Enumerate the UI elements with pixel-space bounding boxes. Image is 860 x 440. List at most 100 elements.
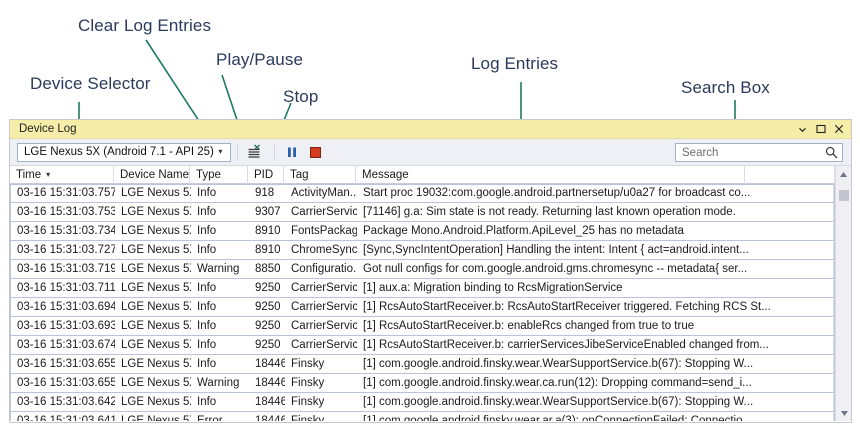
table-row[interactable]: 03-16 15:31:03.693 LGE Nexus 5X Info 9250 Ca…	[10, 317, 835, 336]
column-header-tag[interactable]: Tag	[284, 166, 356, 184]
cell-tag: CarrierServices	[291, 281, 357, 294]
cell-message: [Sync,SyncIntentOperation] Handling the …	[357, 241, 834, 259]
cell-pid: 8910	[255, 243, 281, 256]
column-header-time[interactable]: Time ▾	[10, 166, 114, 184]
cell-pid: 918	[255, 187, 275, 199]
chevron-down-icon[interactable]	[797, 124, 808, 135]
cell-message: Package Mono.Android.Platform.ApiLevel_2…	[357, 222, 834, 240]
cell-type: Info	[197, 395, 217, 408]
cell-message: [1] com.google.android.finsky.wear.ar.a(…	[357, 412, 834, 421]
cell-type: Info	[197, 300, 217, 313]
cell-time: 03-16 15:31:03.674	[17, 338, 115, 351]
clear-log-entries-button[interactable]	[244, 142, 266, 163]
stop-button[interactable]	[305, 142, 327, 163]
cell-time: 03-16 15:31:03.753	[17, 205, 115, 218]
cell-time: 03-16 15:31:03.734	[17, 224, 115, 237]
cell-time: 03-16 15:31:03.711	[17, 281, 115, 294]
toolbar-divider	[273, 143, 275, 161]
column-header-time-label: Time	[16, 168, 42, 181]
scrollbar-thumb[interactable]	[839, 190, 849, 201]
cell-tag: FontsPackag...	[291, 224, 357, 237]
cell-type: Info	[197, 319, 217, 332]
scrollbar-track[interactable]	[836, 182, 851, 421]
log-entries-grid: Time ▾ Device Name Type PID Tag Message 0…	[10, 166, 851, 421]
cell-pid: 8910	[255, 224, 281, 237]
cell-type: Warning	[197, 376, 240, 389]
cell-time: 03-16 15:31:03.719	[17, 262, 115, 275]
maximize-icon[interactable]	[815, 124, 826, 135]
column-header-filler	[745, 166, 835, 184]
cell-tag: ChromeSync	[291, 243, 357, 256]
search-input[interactable]	[682, 146, 825, 159]
cell-device-name: LGE Nexus 5X	[121, 300, 191, 313]
cell-tag: Finsky	[291, 376, 325, 389]
cell-tag: ActivityMan...	[291, 187, 357, 199]
annotation-label-log-entries: Log Entries	[471, 54, 559, 73]
cell-time: 03-16 15:31:03.693	[17, 319, 115, 332]
toolbar-divider	[236, 143, 238, 161]
cell-type: Info	[197, 224, 217, 237]
cell-message: [1] RcsAutoStartReceiver.b: RcsAutoStart…	[357, 298, 834, 316]
cell-pid: 9250	[255, 319, 281, 332]
cell-pid: 8850	[255, 262, 281, 275]
cell-pid: 9250	[255, 300, 281, 313]
cell-device-name: LGE Nexus 5X	[121, 319, 191, 332]
scroll-up-icon[interactable]	[836, 166, 852, 182]
cell-message: Start proc 19032:com.google.android.part…	[357, 185, 834, 202]
cell-tag: CarrierServices	[291, 338, 357, 351]
sort-caret-icon: ▾	[46, 169, 51, 179]
cell-type: Info	[197, 205, 217, 218]
cell-type: Info	[197, 243, 217, 256]
device-selector[interactable]: LGE Nexus 5X (Android 7.1 - API 25) ▾	[17, 142, 231, 162]
cell-tag: Finsky	[291, 357, 325, 370]
column-header-message[interactable]: Message	[356, 166, 745, 184]
scroll-down-icon[interactable]	[836, 405, 852, 421]
device-log-window: Device Log LGE Nexus 5X (Android 7.1 - A…	[9, 119, 852, 423]
cell-tag: Configuratio...	[291, 262, 357, 275]
cell-type: Info	[197, 338, 217, 351]
search-icon	[825, 146, 838, 159]
annotation-label-device-selector: Device Selector	[30, 74, 151, 93]
cell-device-name: LGE Nexus 5X	[121, 414, 191, 422]
cell-device-name: LGE Nexus 5X	[121, 262, 191, 275]
cell-message: [1] aux.a: Migration binding to RcsMigra…	[357, 279, 834, 297]
cell-type: Info	[197, 357, 217, 370]
clear-log-icon	[248, 144, 261, 158]
cell-time: 03-16 15:31:03.655	[17, 357, 115, 370]
search-box[interactable]	[675, 143, 843, 162]
cell-tag: CarrierServices	[291, 205, 357, 218]
table-header-row: Time ▾ Device Name Type PID Tag Message	[10, 166, 835, 184]
column-header-device-name[interactable]: Device Name	[114, 166, 190, 184]
cell-device-name: LGE Nexus 5X	[121, 281, 191, 294]
cell-device-name: LGE Nexus 5X	[121, 187, 191, 199]
column-header-type[interactable]: Type	[190, 166, 248, 184]
cell-message: [1] RcsAutoStartReceiver.b: enableRcs ch…	[357, 317, 834, 335]
page-title: Device Log	[19, 123, 77, 135]
cell-device-name: LGE Nexus 5X	[121, 395, 191, 408]
vertical-scrollbar[interactable]	[835, 166, 851, 421]
column-header-pid[interactable]: PID	[248, 166, 284, 184]
cell-device-name: LGE Nexus 5X	[121, 205, 191, 218]
cell-pid: 18446	[255, 395, 285, 408]
cell-message: [1] com.google.android.finsky.wear.ca.ru…	[357, 374, 834, 392]
cell-tag: Finsky	[291, 395, 325, 408]
play-pause-button[interactable]	[281, 142, 303, 163]
cell-tag: CarrierServices	[291, 319, 357, 332]
cell-time: 03-16 15:31:03.757	[17, 187, 115, 199]
cell-time: 03-16 15:31:03.655	[17, 376, 115, 389]
close-icon[interactable]	[833, 124, 844, 135]
cell-tag: Finsky	[291, 414, 325, 422]
